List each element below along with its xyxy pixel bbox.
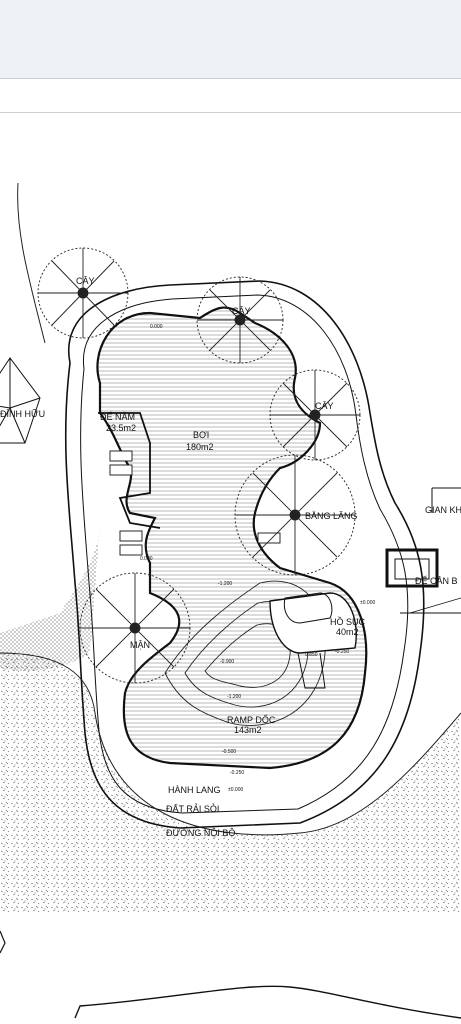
gravel-label: ĐẤT RẢI SỎI [166,803,219,814]
level-mark: -1.200 [227,694,241,700]
lounger-area-size: 23.5m2 [106,423,136,433]
corridor-label: HÀNH LANG [168,785,221,795]
paving-area-left [0,523,100,671]
tree-label-3: CÂY [315,401,334,411]
pool-area: 180m2 [186,442,214,452]
level-mark: ±0.000 [228,787,243,793]
corridor-outline [64,280,425,829]
pool-label: BƠI [193,430,209,440]
trees [37,247,361,684]
spa-outline [269,592,357,654]
site-plan-drawing: CÂY CÂY CÂY BẰNG LĂNG MẬN ĐÌNH HỮU ĐỂ NẰ… [0,182,461,1019]
tree-label-man: MẬN [130,640,150,650]
sun-loungers [109,450,281,556]
level-mark: -1.200 [218,581,232,587]
pavilion-symbol [0,357,41,444]
level-mark: ±0.000 [360,600,375,606]
spa-label: HỒ SỤC [330,616,366,627]
tree-label-2: CÂY [232,306,251,316]
tree-label-bang-lang: BẰNG LĂNG [305,511,358,521]
lounger-area-label: ĐỂ NẰM [100,411,135,422]
building-right [385,487,461,614]
ramp-label: RAMP DỐC [227,714,276,725]
road-label: ĐƯỜNG NỘI BỘ [166,828,235,838]
level-mark: -0.900 [220,659,234,665]
pavilion-label: ĐÌNH HỮU [0,409,45,419]
level-mark: 0.850 [305,652,318,658]
level-mark: -0.250 [335,649,349,655]
guest-room-label: GIAN KH [425,505,461,515]
level-mark: 0.000 [150,324,163,330]
app-toolbar [0,0,461,79]
level-marks: 0.000 -1.200 -0.900 -1.200 -0.500 -0.250… [140,324,375,793]
tree-label-1: CÂY [76,276,95,286]
level-mark: 0.000 [140,556,153,562]
ramp-area: 143m2 [234,725,262,735]
spa-area: 40m2 [336,627,359,637]
storage-label: ĐỂ CẦN B [415,575,458,586]
level-mark: -0.500 [222,749,236,755]
gravel-area [0,653,461,913]
level-mark: -0.250 [230,770,244,776]
address-bar [0,79,461,113]
